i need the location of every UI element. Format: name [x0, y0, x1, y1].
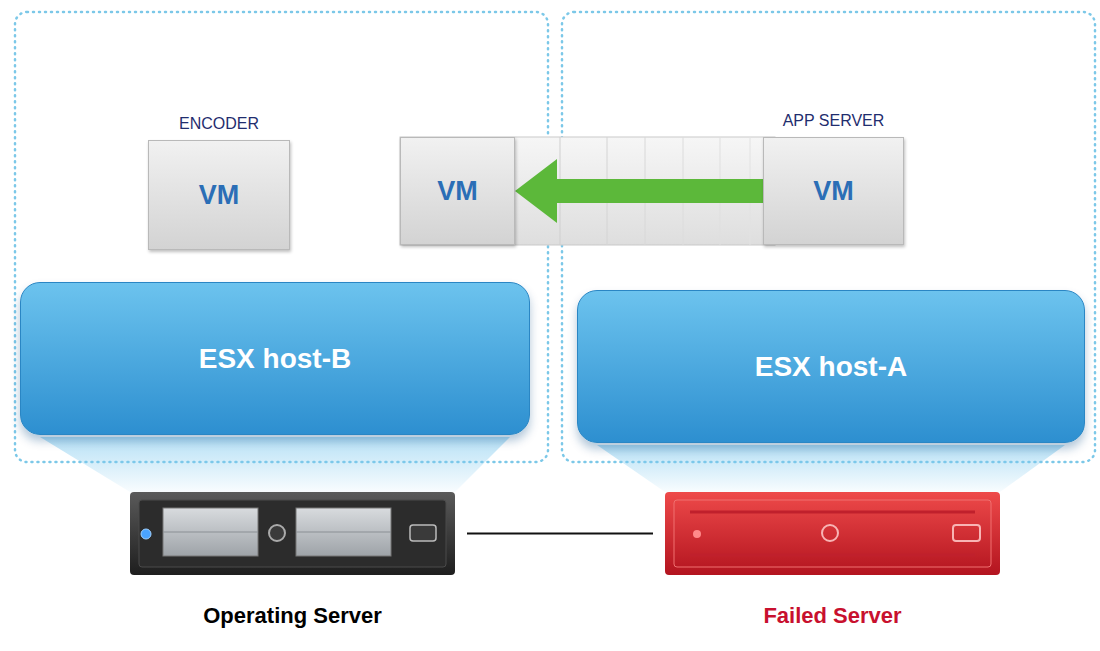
vm-shape: VM [148, 140, 290, 250]
server-node: Failed Server [653, 492, 1012, 629]
vm-label: VM [813, 176, 854, 207]
host-label: ESX host-A [755, 351, 907, 383]
host-shape: ESX host-A [577, 290, 1085, 443]
migration-arrow [557, 179, 763, 203]
host-glow [597, 445, 1065, 492]
server-label: Failed Server [653, 603, 1012, 629]
failed-server-illustration [665, 492, 1000, 575]
network-link [467, 533, 653, 535]
server-area [118, 492, 467, 575]
host-shape: ESX host-B [20, 282, 530, 435]
host-label: ESX host-B [199, 343, 351, 375]
server-illustration [130, 492, 455, 575]
vm-heading: ENCODER [148, 108, 290, 140]
vm-label: VM [199, 180, 240, 211]
vm-shape: VM [400, 137, 515, 245]
host-glow [40, 437, 510, 492]
vm-label: VM [437, 176, 478, 207]
server-node: Operating Server [118, 492, 467, 629]
vm-shape: VM [763, 137, 904, 245]
server-label: Operating Server [118, 603, 467, 629]
host-box: ESX host-A [577, 290, 1085, 443]
host-region [15, 12, 548, 462]
host-box: ESX host-B [20, 282, 530, 435]
vm-box: APP SERVER VM [763, 105, 904, 245]
vm-heading: APP SERVER [763, 105, 904, 137]
vm-box: ENCODER VM [148, 108, 290, 250]
server-area [653, 492, 1012, 575]
migration-trail [400, 137, 775, 245]
vm-box: VM [400, 137, 515, 245]
